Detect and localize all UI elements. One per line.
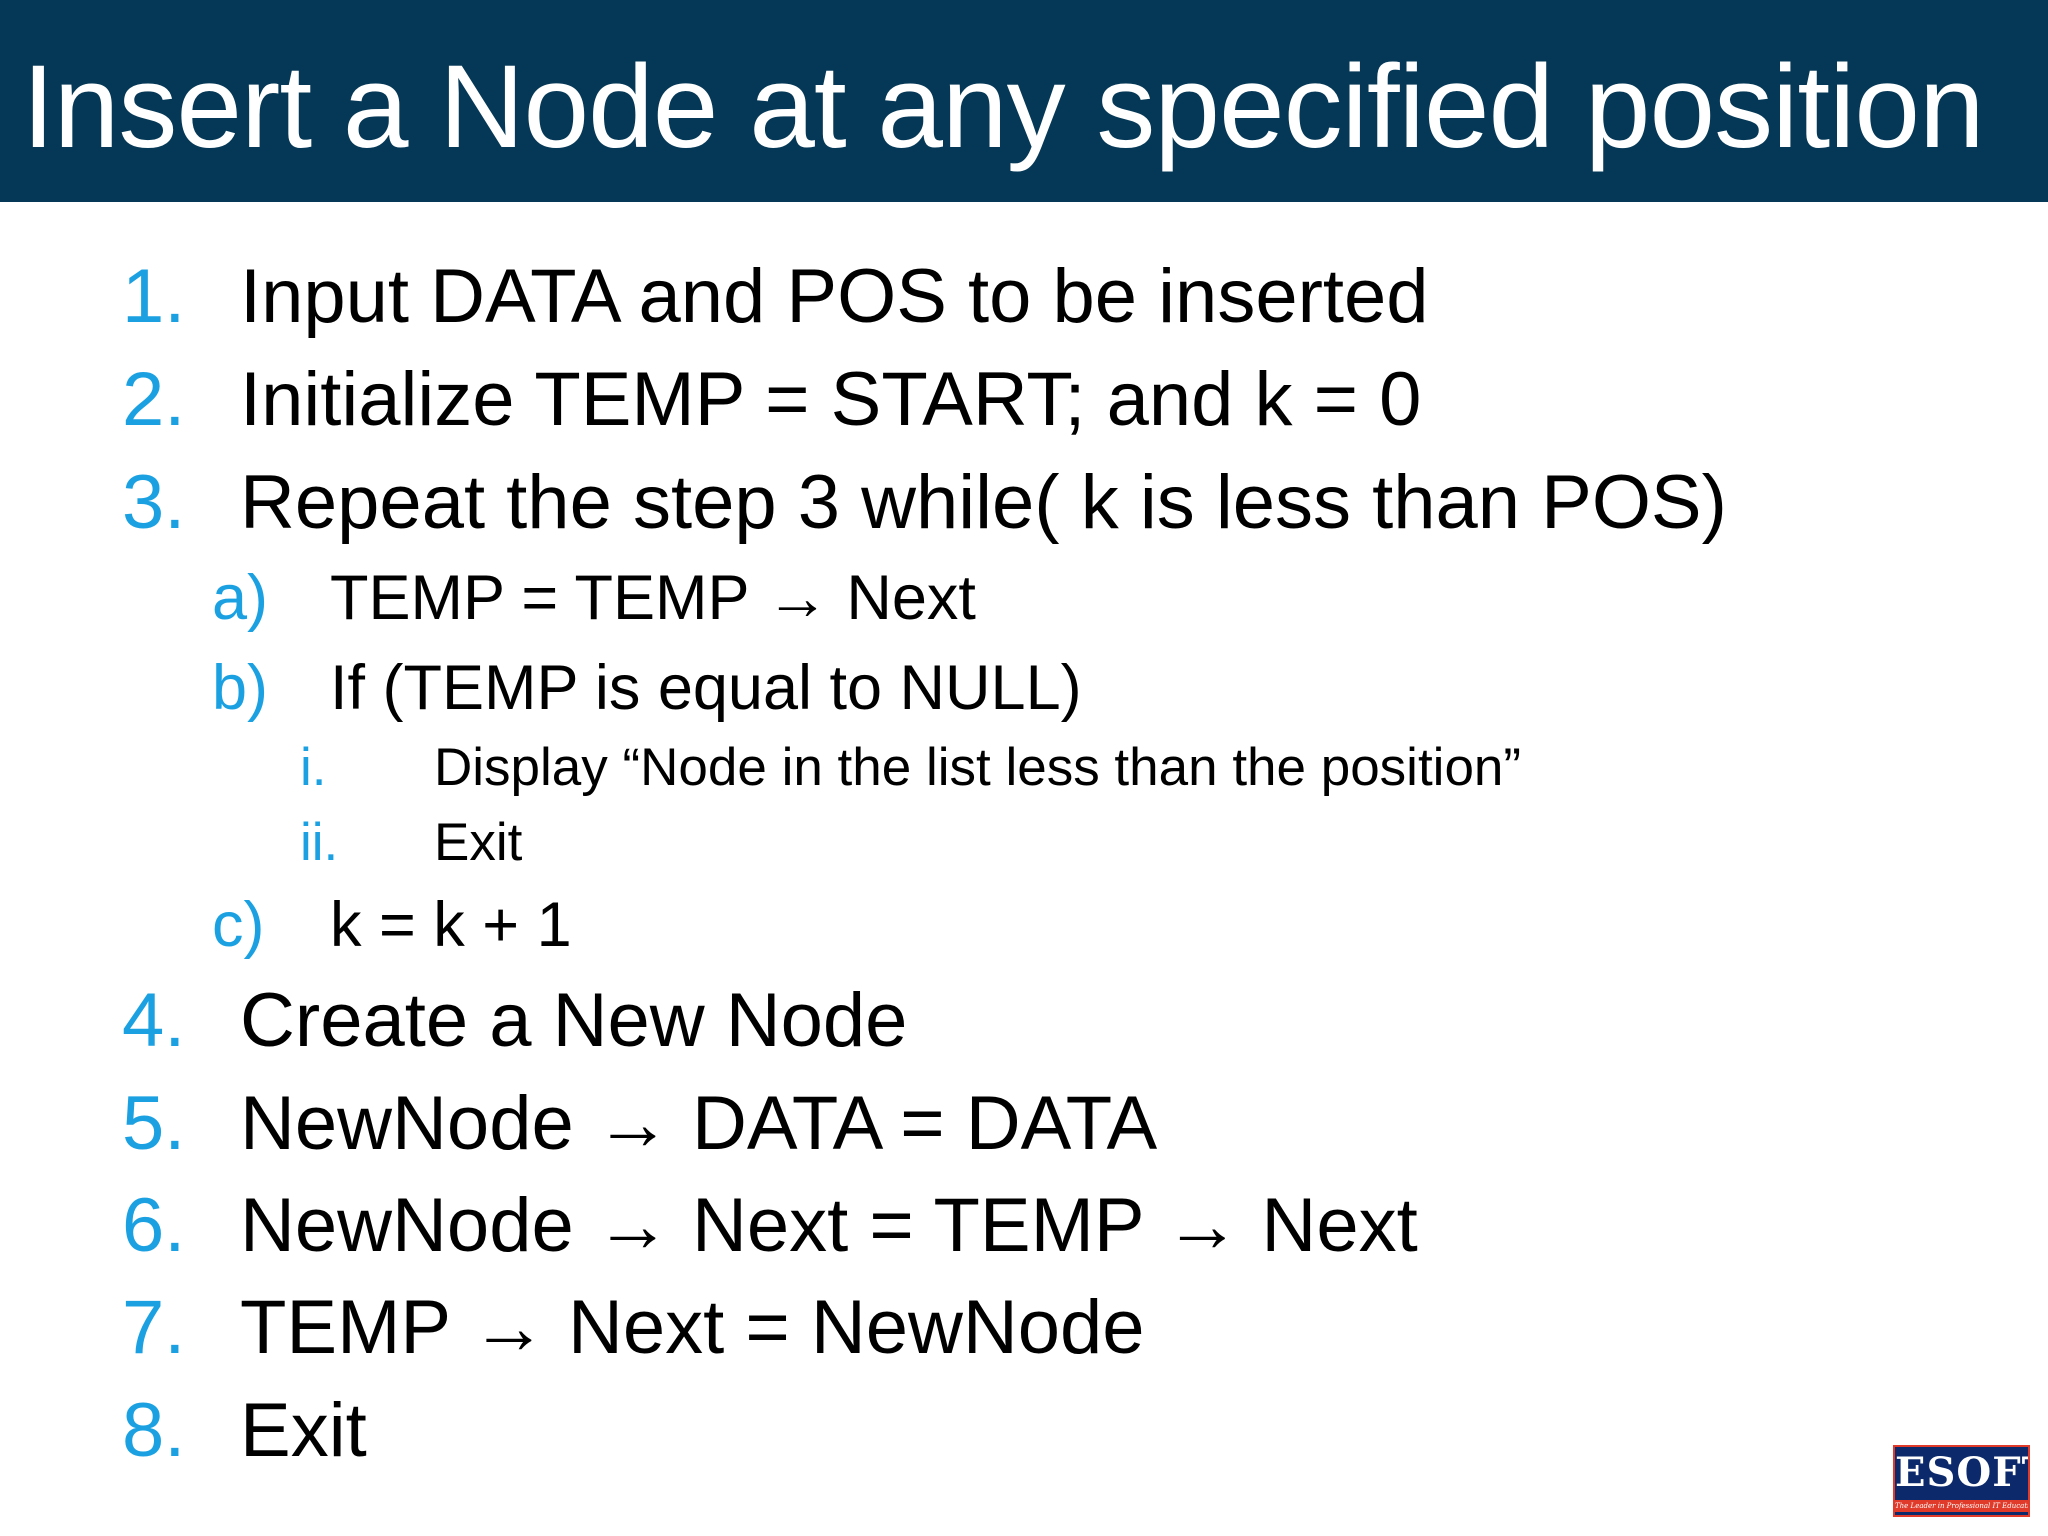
- substep-item: b) If (TEMP is equal to NULL): [212, 650, 1912, 726]
- slide-title: Insert a Node at any specified position: [22, 41, 1985, 173]
- step-text: Initialize TEMP = START; and k = 0: [240, 357, 1422, 442]
- logo-tagline: The Leader in Professional IT Education: [1895, 1500, 2030, 1512]
- step-item: 7. TEMP → Next = NewNode: [122, 1283, 1922, 1373]
- step-item: 4. Create a New Node: [122, 976, 1922, 1066]
- substep-item: c) k = k + 1: [212, 887, 1912, 963]
- subsubstep-item: ii. Exit: [300, 811, 2000, 875]
- substep-item: a) TEMP = TEMP → Next: [212, 560, 1912, 636]
- step-text: Input DATA and POS to be inserted: [240, 254, 1429, 339]
- step-text: Repeat the step 3 while( k is less than …: [240, 460, 1727, 545]
- step-number: 6.: [122, 1183, 186, 1268]
- step-item: 5. NewNode → DATA = DATA: [122, 1079, 1922, 1169]
- step-text: Create a New Node: [240, 978, 908, 1063]
- step-text: NewNode → DATA = DATA: [240, 1081, 1158, 1166]
- step-number: 5.: [122, 1081, 186, 1166]
- title-bar: Insert a Node at any specified position: [0, 0, 2048, 202]
- step-number: 7.: [122, 1285, 186, 1370]
- substep-text: TEMP = TEMP → Next: [330, 563, 976, 633]
- step-item: 3. Repeat the step 3 while( k is less th…: [122, 458, 1922, 548]
- step-item: 8. Exit: [122, 1386, 1922, 1476]
- substep-letter: a): [212, 563, 269, 633]
- step-item: 1. Input DATA and POS to be inserted: [122, 252, 1922, 342]
- subsubstep-numeral: ii.: [300, 813, 339, 872]
- step-number: 8.: [122, 1388, 186, 1473]
- step-number: 2.: [122, 357, 186, 442]
- subsubstep-text: Display “Node in the list less than the …: [434, 738, 1522, 797]
- step-text: TEMP → Next = NewNode: [240, 1285, 1145, 1370]
- step-item: 6. NewNode → Next = TEMP → Next: [122, 1181, 1922, 1271]
- substep-letter: c): [212, 890, 265, 960]
- step-text: Exit: [240, 1388, 367, 1473]
- step-number: 3.: [122, 460, 186, 545]
- step-item: 2. Initialize TEMP = START; and k = 0: [122, 355, 1922, 445]
- step-number: 4.: [122, 978, 186, 1063]
- step-text: NewNode → Next = TEMP → Next: [240, 1183, 1418, 1268]
- substep-text: k = k + 1: [330, 890, 572, 960]
- step-number: 1.: [122, 254, 186, 339]
- subsubstep-item: i. Display “Node in the list less than t…: [300, 736, 2000, 800]
- subsubstep-text: Exit: [434, 813, 523, 872]
- substep-letter: b): [212, 653, 269, 723]
- subsubstep-numeral: i.: [300, 738, 327, 797]
- substep-text: If (TEMP is equal to NULL): [330, 653, 1082, 723]
